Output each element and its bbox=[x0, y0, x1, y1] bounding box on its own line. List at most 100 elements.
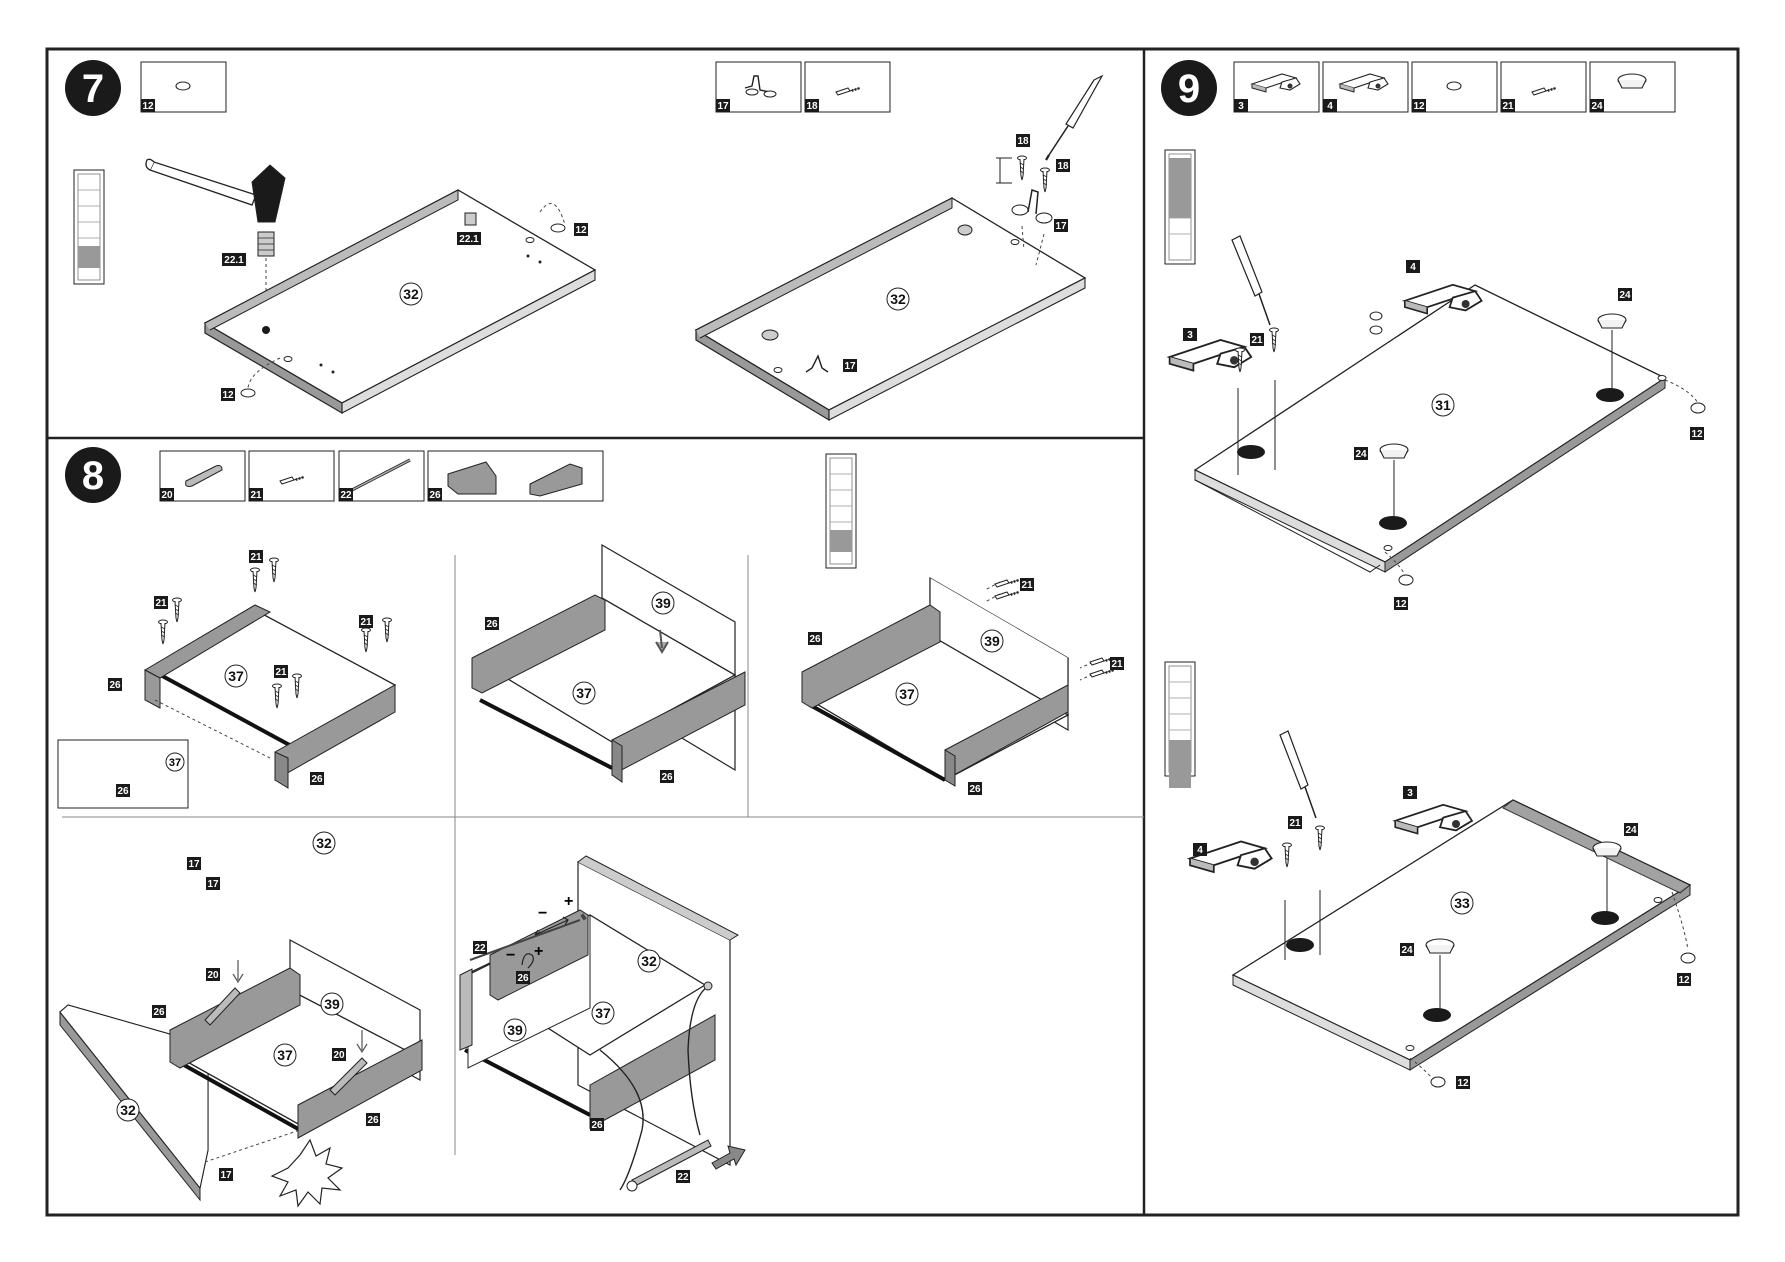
part-label: 22.1 bbox=[224, 255, 244, 266]
part-label: 18 bbox=[1057, 161, 1069, 172]
screw-icon bbox=[1089, 668, 1115, 678]
panel-label: 39 bbox=[655, 595, 671, 611]
part-label: 22 bbox=[677, 1172, 689, 1183]
cabinet-highlight bbox=[830, 530, 852, 552]
felt-pad-icon bbox=[1690, 402, 1706, 414]
screw-icon bbox=[1017, 155, 1027, 181]
screw-icon bbox=[1269, 327, 1279, 353]
panel-label: 32 bbox=[316, 835, 332, 851]
part-label: 20 bbox=[161, 490, 173, 501]
arrow-icon bbox=[711, 1145, 746, 1170]
screw-icon bbox=[361, 627, 371, 653]
drawer-assembly-sub3 bbox=[801, 576, 1099, 787]
cabinet-highlight bbox=[78, 246, 100, 268]
part-label: 18 bbox=[806, 101, 818, 112]
hinge-icon bbox=[1394, 803, 1473, 835]
screw-icon bbox=[269, 557, 279, 583]
part-box-26-step8: 26 bbox=[427, 450, 604, 502]
panel-label: 32 bbox=[641, 953, 657, 969]
part-label: 4 bbox=[1327, 101, 1333, 112]
panel-label: 37 bbox=[228, 668, 244, 684]
felt-pad-icon bbox=[1446, 81, 1462, 91]
part-box-21-step9: 21 bbox=[1500, 61, 1587, 113]
part-label: 17 bbox=[717, 101, 729, 112]
part-label: 26 bbox=[969, 784, 981, 795]
part-label: 26 bbox=[661, 772, 673, 783]
part-label: 22 bbox=[340, 490, 352, 501]
step-8-number: 8 bbox=[82, 454, 104, 498]
part-label: 12 bbox=[1413, 101, 1425, 112]
part-box-12-step7: 12 bbox=[140, 61, 227, 113]
part-label: 20 bbox=[333, 1050, 345, 1061]
part-box-20-step8: 20 bbox=[159, 450, 246, 502]
part-label: 12 bbox=[1691, 429, 1703, 440]
felt-pad-icon bbox=[240, 388, 256, 398]
part-label: 24 bbox=[1401, 945, 1413, 956]
panel-32-board-b bbox=[694, 197, 1087, 422]
screwdriver-icon bbox=[1231, 235, 1271, 326]
lever-icon bbox=[185, 465, 223, 487]
drawer-side-left-icon bbox=[447, 461, 497, 495]
screw-icon bbox=[1282, 842, 1292, 868]
step-7-badge: 7 bbox=[65, 60, 121, 116]
part-label: 17 bbox=[844, 361, 856, 372]
part-label: 21 bbox=[1502, 101, 1514, 112]
door-panel-33 bbox=[1231, 799, 1692, 1071]
step-7-number: 7 bbox=[82, 67, 104, 111]
part-label: 26 bbox=[486, 619, 498, 630]
part-label: 26 bbox=[311, 774, 323, 785]
panel-label: 37 bbox=[576, 685, 592, 701]
part-box-12-step9: 12 bbox=[1411, 61, 1498, 113]
part-label: 22 bbox=[474, 943, 486, 954]
part-label: 26 bbox=[429, 490, 441, 501]
part-label: 17 bbox=[220, 1170, 232, 1181]
step-9-badge: 9 bbox=[1161, 60, 1217, 116]
part-box-21-step8: 21 bbox=[248, 450, 335, 502]
lever-icon bbox=[329, 1057, 368, 1096]
part-box-24-step9: 24 bbox=[1589, 61, 1676, 113]
panel-label: 32 bbox=[890, 291, 906, 307]
part-label: 24 bbox=[1625, 825, 1637, 836]
step-9-number: 9 bbox=[1178, 67, 1200, 111]
part-box-18-step7: 18 bbox=[804, 61, 891, 113]
part-label: 26 bbox=[809, 634, 821, 645]
adjust-plus-label: + bbox=[534, 943, 543, 960]
panel-label: 37 bbox=[899, 686, 915, 702]
part-label: 26 bbox=[153, 1007, 165, 1018]
felt-pad-icon bbox=[1398, 574, 1414, 586]
panel-label: 33 bbox=[1454, 895, 1470, 911]
part-label: 4 bbox=[1410, 262, 1416, 273]
sheet-frame bbox=[45, 47, 1740, 1217]
part-label: 26 bbox=[517, 973, 529, 984]
drawer-side-right-icon bbox=[529, 463, 583, 497]
screw-icon bbox=[382, 617, 392, 643]
panel-label: 32 bbox=[403, 286, 419, 302]
knob-icon bbox=[1592, 841, 1622, 857]
panel-label: 32 bbox=[120, 1102, 136, 1118]
part-label: 21 bbox=[1021, 580, 1033, 591]
part-label: 17 bbox=[1055, 221, 1067, 232]
adjust-minus-label: − bbox=[538, 905, 547, 922]
felt-pad-icon bbox=[1680, 952, 1696, 964]
detail-inset-box: 37 26 bbox=[57, 739, 189, 809]
part-label: 17 bbox=[207, 879, 219, 890]
screw-icon bbox=[994, 590, 1020, 600]
panel-label: 39 bbox=[324, 996, 340, 1012]
part-label: 20 bbox=[207, 970, 219, 981]
knob-icon bbox=[1617, 73, 1647, 89]
part-label: 4 bbox=[1197, 845, 1203, 856]
adjust-minus-label: − bbox=[506, 947, 515, 964]
part-label: 21 bbox=[1111, 659, 1123, 670]
part-label: 3 bbox=[1407, 788, 1413, 799]
part-label: 21 bbox=[275, 667, 287, 678]
lever-icon bbox=[204, 987, 241, 1026]
step-8-badge: 8 bbox=[65, 447, 121, 503]
panel-label: 37 bbox=[277, 1047, 293, 1063]
part-label: 12 bbox=[575, 225, 587, 236]
part-label: 26 bbox=[591, 1120, 603, 1131]
part-label: 12 bbox=[1457, 1078, 1469, 1089]
click-burst-icon bbox=[270, 1138, 344, 1208]
knob-icon bbox=[1597, 313, 1627, 329]
cabinet-highlight bbox=[1169, 158, 1191, 218]
bracket-icon bbox=[1011, 189, 1053, 266]
